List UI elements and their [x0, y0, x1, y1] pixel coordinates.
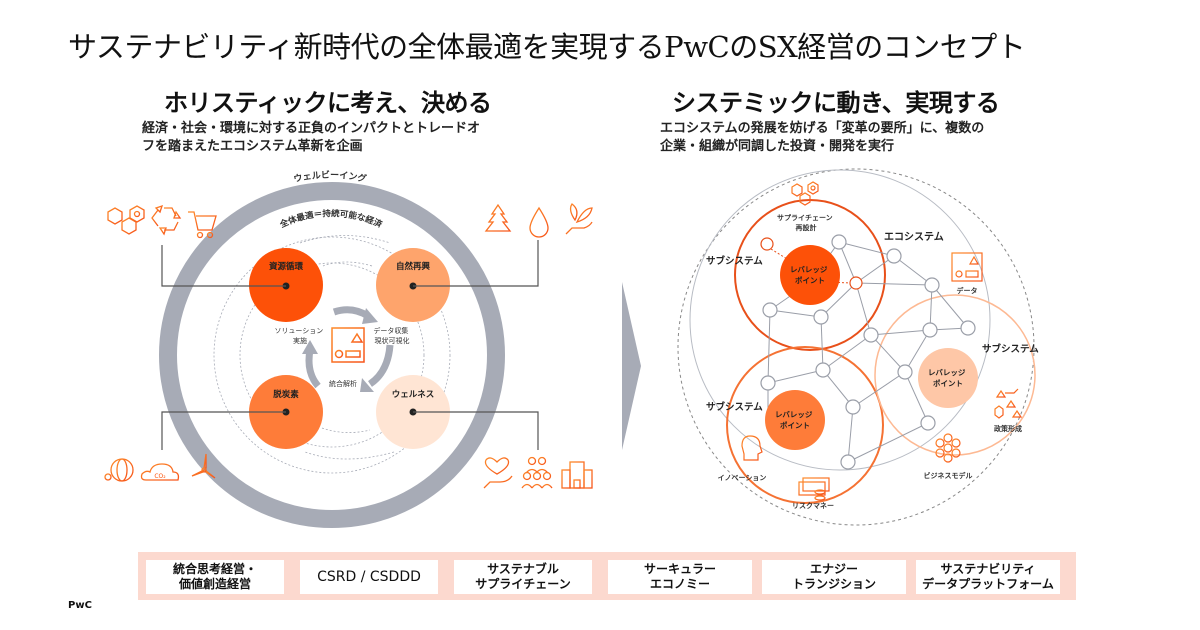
theme-circle-resource: 資源循環 — [249, 248, 323, 322]
people-group-icon — [521, 456, 553, 489]
svg-text:レバレッジ ポイント: レバレッジ ポイント — [928, 368, 968, 388]
ecosystem-label: エコシステム — [884, 231, 944, 243]
recycle-icon — [151, 204, 182, 236]
svg-text:ウェルネス: ウェルネス — [392, 389, 435, 400]
svg-text:自然再興: 自然再興 — [396, 261, 431, 272]
leverage-point-2: レバレッジ ポイント — [765, 390, 825, 450]
risk-money-label: リスクマネー — [792, 501, 834, 510]
left-desc-line-1: 経済・社会・環境に対する正負のインパクトとトレードオ — [142, 121, 481, 136]
subsystem-label-1: サブシステム — [706, 255, 763, 267]
right-desc-line-2: 企業・組織が同調した投資・開発を実行 — [660, 139, 895, 154]
solution-csrd-csddd: CSRD / CSDDD — [300, 560, 438, 594]
solution-circular-economy: サーキュラーエコノミー — [608, 560, 752, 594]
wind-turbine-icon — [191, 453, 216, 490]
ecosystem-boundary — [677, 168, 1035, 526]
left-desc-line-2: フを踏まえたエコシステム革新を企画 — [142, 139, 363, 154]
hospital-icon — [561, 461, 593, 489]
left-section-description: 経済・社会・環境に対する正負のインパクトとトレードオ フを踏まえたエコシステム革… — [142, 120, 480, 156]
wellbeing-ring — [159, 182, 505, 528]
supply-chain-redesign-icon — [791, 181, 819, 206]
leverage-point-3: レバレッジ ポイント — [918, 348, 978, 408]
risk-money-icon — [798, 477, 830, 501]
svg-text:CO₂: CO₂ — [154, 473, 166, 480]
shopping-cart-icon — [188, 211, 217, 239]
solution-label: ソリューション 実施 — [274, 327, 325, 345]
data-collection-label: データ収集 現状可視化 — [373, 326, 410, 345]
svg-text:資源循環: 資源循環 — [268, 261, 304, 272]
integrated-analysis-label: 統合解析 — [329, 379, 357, 388]
svg-text:レバレッジ ポイント: レバレッジ ポイント — [775, 410, 815, 430]
left-section-heading: ホリスティックに考え、決める — [164, 89, 492, 117]
innovation-lightbulb-icon — [741, 435, 763, 464]
subsystem-ring-2 — [726, 346, 884, 504]
subsystem-ring-3 — [874, 294, 1036, 456]
business-model-icon — [935, 433, 961, 463]
subsystem-label-3: サブシステム — [982, 343, 1039, 355]
transition-arrow — [622, 282, 641, 450]
theme-circle-nature: 自然再興 — [376, 248, 450, 322]
solution-sustainable-supply-chain: サステナブルサプライチェーン — [454, 560, 592, 594]
page-title: サステナビリティ新時代の全体最適を実現するPwCのSX経営のコンセプト — [68, 30, 1026, 64]
right-section-heading: システミックに動き、実現する — [672, 89, 1000, 117]
supply-chain-redesign-label: サプライチェーン 再設計 — [777, 213, 835, 232]
svg-text:レバレッジ ポイント: レバレッジ ポイント — [790, 265, 830, 285]
dashed-orbit-inner — [239, 262, 425, 448]
policy-making-label: 政策形成 — [994, 424, 1022, 433]
right-desc-line-1: エコシステムの発展を妨げる「変革の要所」に、複数の — [660, 121, 985, 136]
circle-connector-arrows — [299, 235, 395, 460]
heart-hand-icon — [483, 457, 513, 489]
leader-lines — [161, 240, 539, 450]
plant-hand-icon — [565, 203, 593, 235]
solution-integrated-thinking: 統合思考経営・価値創造経営 — [146, 560, 284, 594]
solution-sustainability-data-platform: サステナビリティデータプラットフォーム — [916, 560, 1060, 594]
ecosystem-inner-ring — [689, 169, 991, 471]
thermometer-globe-icon — [104, 458, 134, 482]
water-drop-icon — [529, 206, 549, 238]
data-dashboard-icon — [951, 252, 983, 282]
business-model-label: ビジネスモデル — [924, 471, 973, 480]
co2-cloud-icon: CO₂ — [140, 463, 180, 481]
svg-text:脱炭素: 脱炭素 — [273, 389, 299, 400]
dashboard-icon — [331, 327, 365, 363]
pwc-brand: PwC — [68, 600, 92, 611]
subsystem-label-2: サブシステム — [706, 401, 763, 413]
leverage-point-1: レバレッジ ポイント — [780, 245, 840, 305]
dashed-orbit-outer — [213, 236, 451, 474]
solution-energy-transition: エナジートランジション — [762, 560, 906, 594]
network-nodes — [760, 234, 976, 470]
supply-chain-icon — [107, 205, 145, 235]
right-section-description: エコシステムの発展を妨げる「変革の要所」に、複数の 企業・組織が同調した投資・開… — [660, 120, 984, 156]
innovation-label: イノベーション — [718, 474, 767, 482]
policy-making-icon — [994, 388, 1023, 419]
highlight-nodes — [760, 237, 863, 290]
data-label: データ — [957, 286, 978, 295]
solutions-bar: 統合思考経営・価値創造経営 CSRD / CSDDD サステナブルサプライチェー… — [138, 552, 1076, 600]
tree-icon — [484, 203, 512, 240]
cycle-arrowheads — [302, 308, 378, 392]
